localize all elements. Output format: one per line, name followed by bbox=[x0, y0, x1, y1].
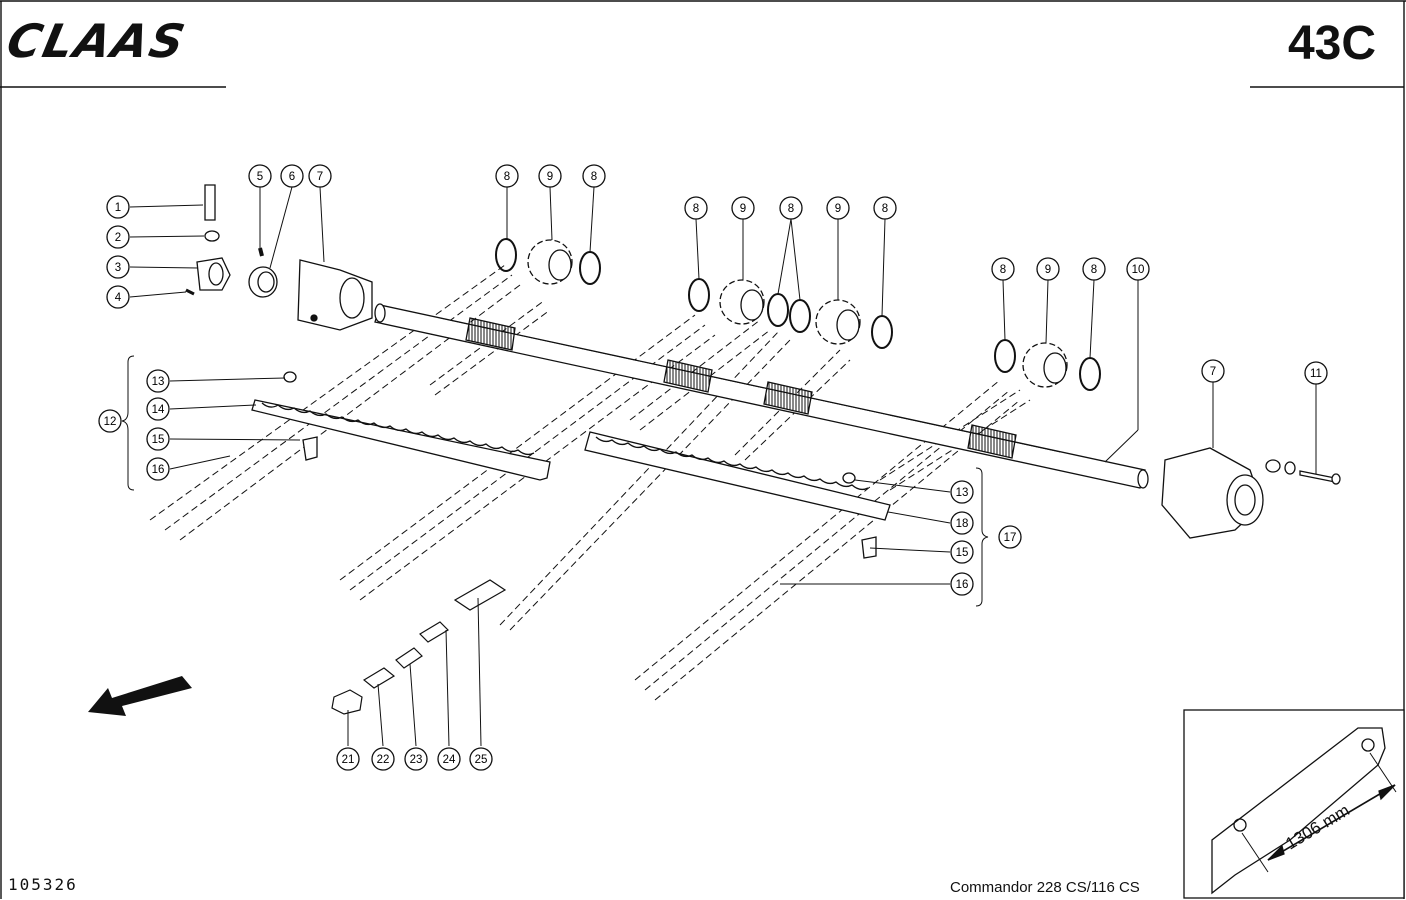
callout-12: 12 bbox=[98, 409, 122, 433]
svg-text:7: 7 bbox=[1210, 366, 1216, 378]
callout-23: 23 bbox=[404, 747, 428, 771]
svg-text:8: 8 bbox=[788, 203, 794, 215]
svg-text:22: 22 bbox=[377, 754, 390, 766]
callout-8: 8 bbox=[495, 164, 519, 188]
callout-9: 9 bbox=[538, 164, 562, 188]
svg-text:9: 9 bbox=[835, 203, 841, 215]
svg-text:6: 6 bbox=[289, 171, 295, 183]
svg-text:7: 7 bbox=[317, 171, 323, 183]
callout-1: 1 bbox=[106, 195, 130, 219]
svg-text:25: 25 bbox=[475, 754, 488, 766]
svg-text:15: 15 bbox=[956, 547, 969, 559]
svg-text:13: 13 bbox=[956, 487, 969, 499]
svg-text:16: 16 bbox=[956, 579, 969, 591]
svg-text:3: 3 bbox=[115, 262, 121, 274]
callout-4: 4 bbox=[106, 285, 130, 309]
svg-text:8: 8 bbox=[591, 171, 597, 183]
callout-7: 7 bbox=[308, 164, 332, 188]
svg-text:13: 13 bbox=[152, 376, 165, 388]
assembly-guide-lines bbox=[149, 264, 1031, 701]
callout-13: 13 bbox=[146, 369, 170, 393]
callout-16: 16 bbox=[950, 572, 974, 596]
callout-8: 8 bbox=[991, 257, 1015, 281]
callout-8: 8 bbox=[684, 196, 708, 220]
svg-text:16: 16 bbox=[152, 464, 165, 476]
callout-11: 11 bbox=[1304, 361, 1328, 385]
dimension-inset: 1306 mm bbox=[1183, 709, 1405, 899]
svg-text:1: 1 bbox=[115, 202, 121, 214]
reference-number: 105326 bbox=[8, 875, 78, 894]
svg-text:8: 8 bbox=[1091, 264, 1097, 276]
callout-2: 2 bbox=[106, 225, 130, 249]
callout-22: 22 bbox=[371, 747, 395, 771]
svg-text:15: 15 bbox=[152, 434, 165, 446]
callout-24: 24 bbox=[437, 747, 461, 771]
callout-8: 8 bbox=[873, 196, 897, 220]
callout-9: 9 bbox=[1036, 257, 1060, 281]
callout-25: 25 bbox=[469, 747, 493, 771]
direction-arrow bbox=[88, 676, 192, 716]
svg-text:2: 2 bbox=[115, 232, 121, 244]
callout-8: 8 bbox=[582, 164, 606, 188]
svg-text:9: 9 bbox=[1045, 264, 1051, 276]
svg-text:9: 9 bbox=[740, 203, 746, 215]
svg-text:14: 14 bbox=[152, 404, 165, 416]
svg-text:24: 24 bbox=[443, 754, 456, 766]
svg-text:12: 12 bbox=[104, 416, 117, 428]
svg-text:23: 23 bbox=[410, 754, 423, 766]
callout-21: 21 bbox=[336, 747, 360, 771]
callout-16: 16 bbox=[146, 457, 170, 481]
callout-15: 15 bbox=[146, 427, 170, 451]
callout-14: 14 bbox=[146, 397, 170, 421]
chain-link-parts bbox=[331, 579, 507, 715]
callout-18: 18 bbox=[950, 511, 974, 535]
callout-13: 13 bbox=[950, 480, 974, 504]
svg-text:4: 4 bbox=[115, 292, 122, 304]
svg-text:9: 9 bbox=[547, 171, 553, 183]
svg-text:8: 8 bbox=[504, 171, 510, 183]
scraper-strips bbox=[251, 371, 891, 559]
brand-logo: CLAAS bbox=[2, 14, 192, 68]
callout-3: 3 bbox=[106, 255, 130, 279]
main-shaft bbox=[374, 303, 1149, 489]
callout-7: 7 bbox=[1201, 359, 1225, 383]
model-designation: Commandor 228 CS/116 CS bbox=[950, 879, 1140, 896]
callout-6: 6 bbox=[280, 164, 304, 188]
svg-text:11: 11 bbox=[1310, 368, 1322, 380]
callout-15: 15 bbox=[950, 540, 974, 564]
svg-text:8: 8 bbox=[882, 203, 888, 215]
svg-text:21: 21 bbox=[342, 754, 355, 766]
svg-text:5: 5 bbox=[257, 171, 263, 183]
left-bearing-assembly bbox=[185, 184, 373, 331]
callout-8: 8 bbox=[779, 196, 803, 220]
callout-5: 5 bbox=[248, 164, 272, 188]
page-code: 43C bbox=[1287, 17, 1376, 70]
svg-text:17: 17 bbox=[1004, 532, 1017, 544]
svg-text:8: 8 bbox=[693, 203, 699, 215]
svg-text:10: 10 bbox=[1132, 264, 1145, 276]
svg-text:18: 18 bbox=[956, 518, 969, 530]
callout-8: 8 bbox=[1082, 257, 1106, 281]
callout-17: 17 bbox=[998, 525, 1022, 549]
callout-9: 9 bbox=[731, 196, 755, 220]
svg-text:8: 8 bbox=[1000, 264, 1006, 276]
callout-9: 9 bbox=[826, 196, 850, 220]
right-bearing-assembly bbox=[1161, 447, 1341, 539]
callout-10: 10 bbox=[1126, 257, 1150, 281]
leader-lines bbox=[121, 186, 1317, 747]
